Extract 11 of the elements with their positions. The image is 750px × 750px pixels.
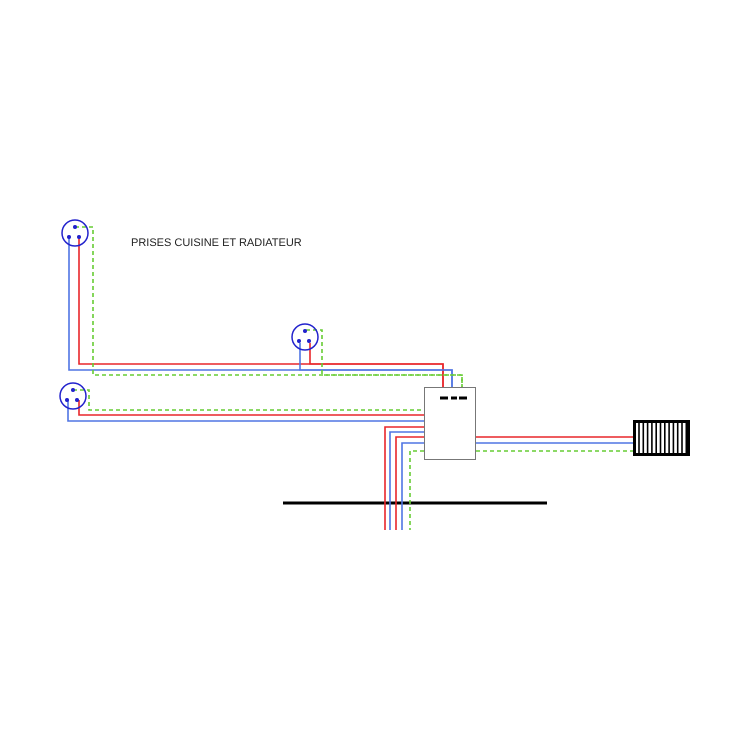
wire	[409, 450, 424, 530]
wire	[401, 442, 424, 530]
wire	[395, 436, 424, 530]
wire	[306, 329, 463, 387]
wire	[476, 442, 633, 444]
wire	[476, 436, 633, 438]
wire	[78, 400, 424, 416]
wire	[476, 450, 633, 452]
wire	[73, 389, 424, 411]
diagram-title: PRISES CUISINE ET RADIATEUR	[131, 237, 302, 249]
wire	[67, 400, 424, 422]
